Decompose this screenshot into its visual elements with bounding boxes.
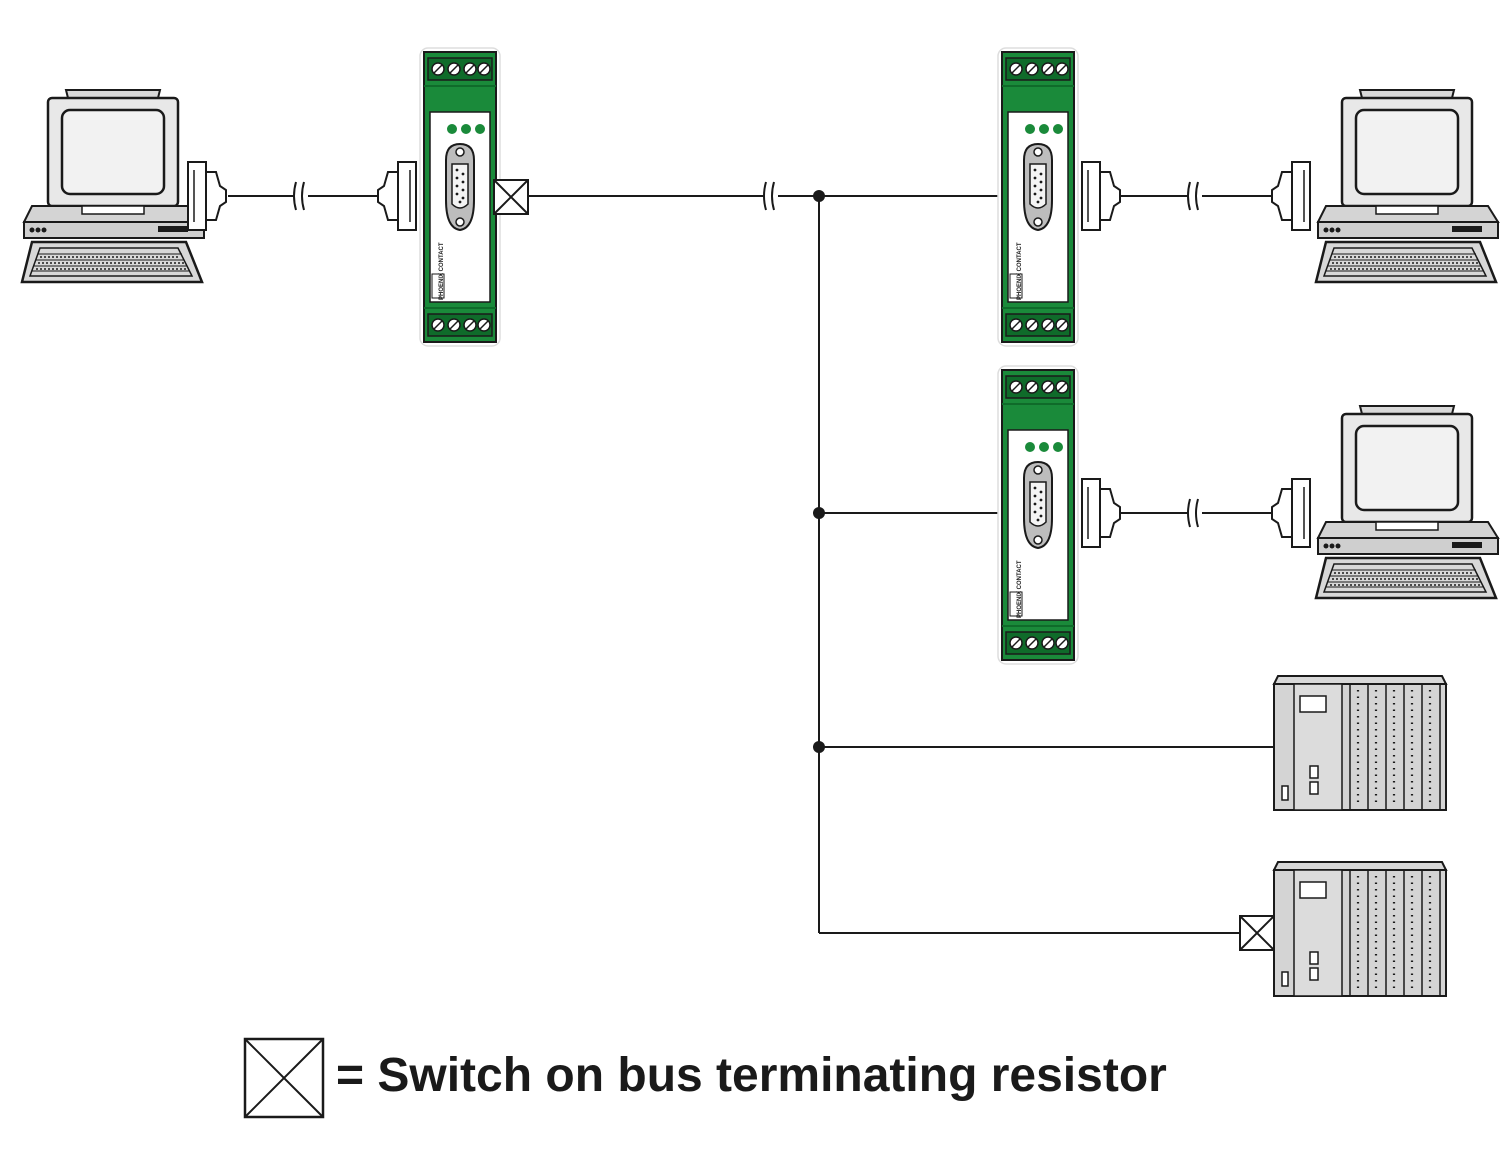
terminating-resistor-switch-master bbox=[493, 179, 529, 215]
module-brand-slave-1: PHOENIX CONTACT bbox=[1017, 242, 1023, 300]
dsub-plug-pc-master bbox=[187, 161, 227, 231]
junction-dot bbox=[813, 190, 825, 202]
computer-slave-1 bbox=[1314, 88, 1500, 284]
dsub-plug-module-slave-2 bbox=[1081, 478, 1121, 548]
computer-master bbox=[20, 88, 206, 284]
dsub-plug-pc-slave-2 bbox=[1271, 478, 1311, 548]
terminating-resistor-switch-plc-2 bbox=[1239, 915, 1275, 951]
junction-dot bbox=[813, 507, 825, 519]
interface-module-master bbox=[419, 47, 501, 347]
module-brand-master: PHOENIX CONTACT bbox=[439, 242, 445, 300]
interface-module-slave-2 bbox=[997, 365, 1079, 665]
junction-dots bbox=[813, 190, 825, 753]
dsub-plug-module-master bbox=[377, 161, 417, 231]
plc-rack-1 bbox=[1272, 674, 1448, 812]
junction-dot bbox=[813, 741, 825, 753]
bus-lines bbox=[228, 195, 1274, 934]
legend-text: = Switch on bus terminating resistor bbox=[336, 1049, 1167, 1102]
dsub-plug-module-slave-1 bbox=[1081, 161, 1121, 231]
dsub-plug-pc-slave-1 bbox=[1271, 161, 1311, 231]
module-brand-slave-2: PHOENIX CONTACT bbox=[1017, 560, 1023, 618]
interface-module-slave-1 bbox=[997, 47, 1079, 347]
computer-slave-2 bbox=[1314, 404, 1500, 600]
plc-rack-2 bbox=[1272, 860, 1448, 998]
legend-symbol bbox=[243, 1037, 325, 1119]
